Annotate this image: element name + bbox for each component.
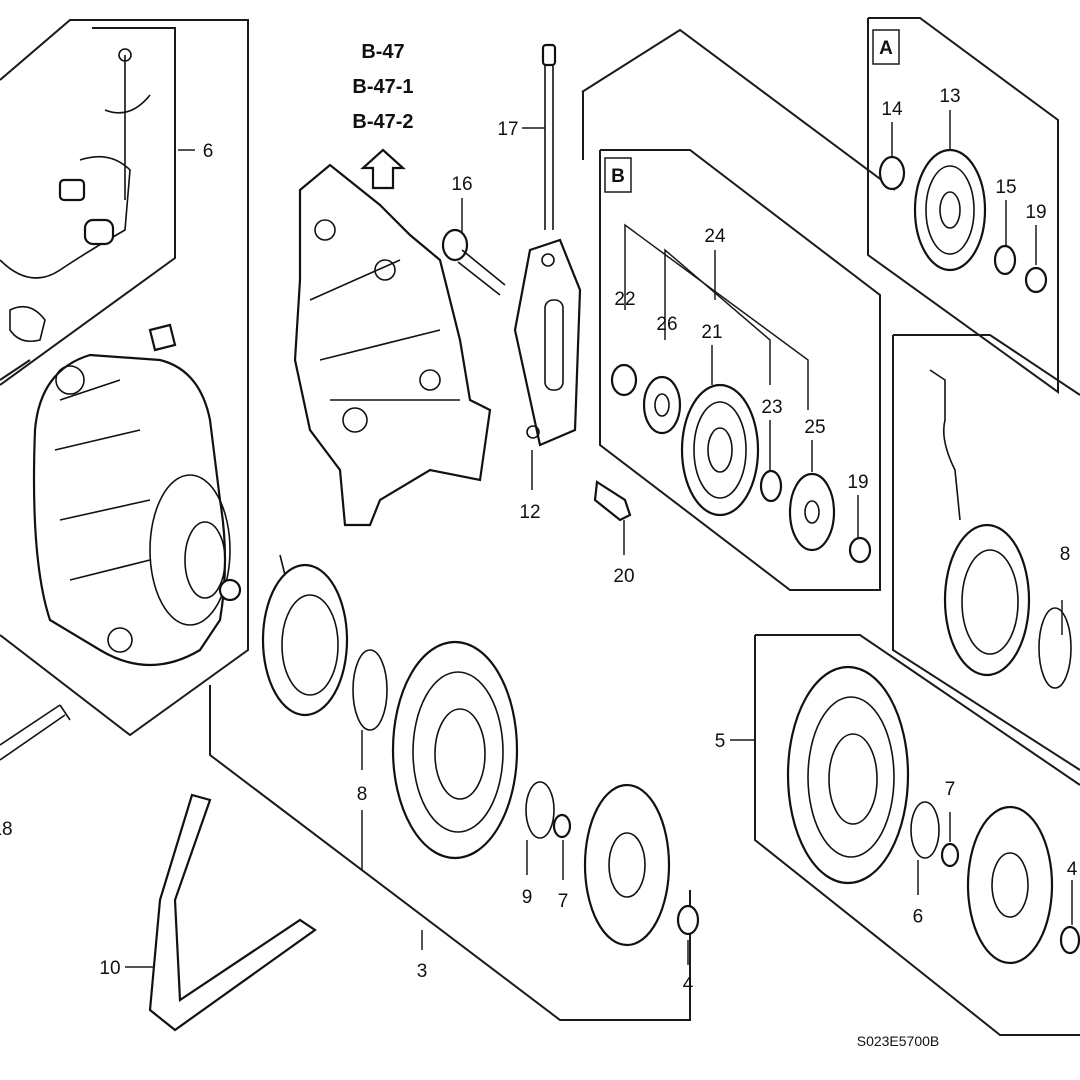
callout-10: 10 — [99, 958, 120, 979]
callout-4-middle: 4 — [683, 974, 694, 995]
reference-b47-2[interactable]: B-47-2 — [352, 111, 413, 133]
compressor-body — [32, 353, 242, 666]
callout-23: 23 — [761, 397, 782, 418]
callout-20: 20 — [613, 566, 634, 587]
callout-24: 24 — [704, 226, 726, 247]
callout-12: 12 — [519, 502, 540, 523]
leader-lines — [125, 110, 1073, 968]
callout-numbers: 6 17 16 14 13 15 19 24 22 26 21 23 25 19… — [0, 86, 1078, 995]
callout-25: 25 — [804, 417, 825, 438]
callout-18: 18 — [0, 819, 13, 840]
reference-b47-1[interactable]: B-47-1 — [352, 76, 413, 98]
box-b-parts — [610, 363, 872, 564]
reference-labels: B-47 B-47-1 B-47-2 — [352, 41, 413, 133]
callout-15: 15 — [995, 177, 1016, 198]
callout-16: 16 — [451, 174, 472, 195]
callout-21: 21 — [701, 322, 722, 343]
diagram-code: S023E5700B — [857, 1033, 940, 1049]
callout-19-b: 19 — [847, 472, 868, 493]
callout-4-right: 4 — [1067, 859, 1078, 880]
bracket-plate-12 — [513, 238, 582, 447]
callout-3: 3 — [417, 961, 428, 982]
callout-8-middle: 8 — [357, 784, 368, 805]
callout-17: 17 — [497, 119, 518, 140]
callout-26: 26 — [656, 314, 677, 335]
callout-14: 14 — [881, 99, 903, 120]
group-boundaries — [0, 17, 1080, 1036]
reference-arrow — [360, 148, 406, 190]
callout-5: 5 — [715, 731, 726, 752]
box-label-a: A — [879, 38, 893, 59]
drive-belt-10 — [148, 793, 317, 1032]
bolt-18 — [0, 704, 71, 761]
callout-7-middle: 7 — [558, 891, 569, 912]
long-bolt-17 — [541, 43, 557, 230]
bolt-16 — [441, 228, 506, 296]
clutch-coil-right — [929, 369, 1072, 689]
clutch-assembly-right — [786, 665, 1080, 965]
callout-7-right: 7 — [945, 779, 956, 800]
reference-b47[interactable]: B-47 — [361, 41, 404, 63]
mounting-bracket — [293, 163, 492, 527]
callout-6: 6 — [203, 141, 214, 162]
box-label-b: B — [611, 166, 625, 187]
wire-harness — [0, 48, 177, 352]
callout-9-middle: 9 — [522, 887, 533, 908]
clutch-assembly-middle — [261, 554, 700, 947]
callout-9-right: 9 — [913, 904, 924, 925]
box-a-parts — [878, 148, 1048, 294]
callout-19-a: 19 — [1025, 202, 1046, 223]
bolt-20 — [593, 480, 632, 522]
box-letters: A B — [604, 29, 900, 193]
callout-22: 22 — [614, 289, 635, 310]
callout-8-right: 8 — [1060, 544, 1071, 565]
callout-13: 13 — [939, 86, 960, 107]
